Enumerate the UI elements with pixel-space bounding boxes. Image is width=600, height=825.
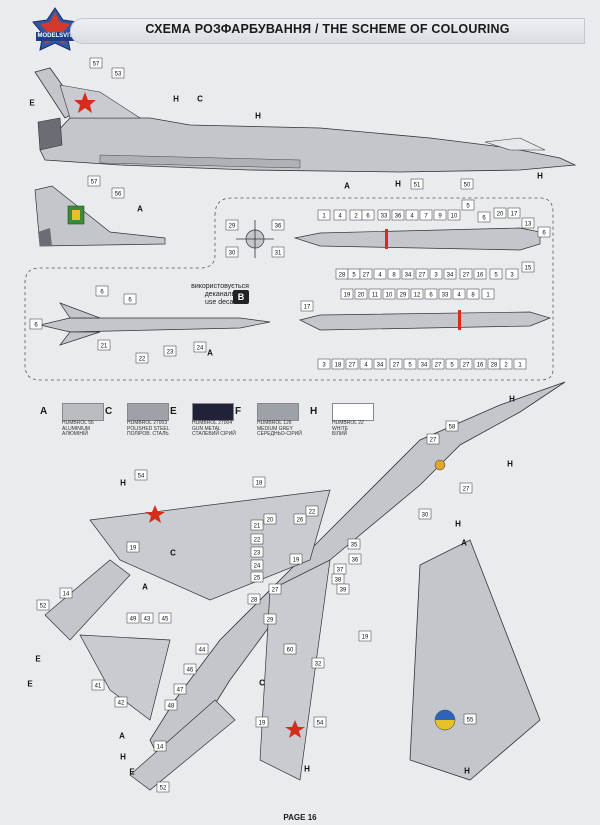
paint-name-en: ALUMINIUM [62,425,91,432]
decal-note-en: use decal [205,299,235,306]
paint-name-ua: БІЛИЙ [332,431,348,437]
aircraft-side-profile [34,67,577,173]
header-bar: СХЕМА РОЗФАРБУВАННЯ / THE SCHEME OF COLO… [70,18,585,44]
legend-label: HUMBROL 22 WHITE БІЛИЙ [332,420,392,438]
paint-swatch [257,403,299,421]
paint-name-ua: ПОЛІРОВ. СТАЛЬ [127,431,169,437]
paint-code: HUMBROL 22 [332,420,364,426]
legend-label: HUMBROL 27003 POLISHED STEEL ПОЛІРОВ. СТ… [127,420,187,438]
legend-label: HUMBROL 27004 GUN METAL СТАЛЕВИЙ СІРИЙ [192,420,252,438]
paint-code: HUMBROL 56 [62,420,94,426]
missile-detail-box [24,197,554,381]
paint-legend: A HUMBROL 56 ALUMINIUM АЛЮМІНІЙ C HUMBRO… [40,403,380,443]
legend-mark: F [235,406,242,417]
legend-mark: E [170,406,177,417]
right-wing-view [409,539,541,781]
legend-mark: A [40,406,48,417]
paint-name-en: GUN METAL [192,425,221,432]
paint-name-ua: СЕРЕДНЬО-СІРИЙ [257,431,302,437]
legend-label: HUMBROL 126 MEDIUM GREY СЕРЕДНЬО-СІРИЙ [257,420,317,438]
paint-name-ua: АЛЮМІНІЙ [62,431,88,437]
decal-note: використовується деканаль use decal [180,283,260,307]
decal-note-ua-2: деканаль [204,291,236,298]
paint-swatch [332,403,374,421]
legend-label: HUMBROL 56 ALUMINIUM АЛЮМІНІЙ [62,420,122,438]
paint-name-en: POLISHED STEEL [127,425,170,432]
paint-code: HUMBROL 27004 [192,420,233,426]
paint-name-en: WHITE [332,425,349,432]
paint-name-en: MEDIUM GREY [257,425,293,432]
page-number: PAGE 16 [283,813,317,822]
legend-mark: C [105,406,113,417]
aircraft-plan-view [44,381,566,791]
decal-badge: B [233,290,249,304]
paint-swatch [192,403,234,421]
paint-swatch [62,403,104,421]
paint-code: HUMBROL 126 [257,420,292,426]
paint-swatch [127,403,169,421]
paint-name-ua: СТАЛЕВИЙ СІРИЙ [192,431,236,437]
page-title: СХЕМА РОЗФАРБУВАННЯ / THE SCHEME OF COLO… [145,22,510,36]
decal-note-ua-1: використовується [191,283,249,290]
paint-code: HUMBROL 27003 [127,420,168,426]
brand-name: MODELSVIT [37,33,73,39]
legend-mark: H [310,406,318,417]
tail-fin-view [34,185,166,247]
